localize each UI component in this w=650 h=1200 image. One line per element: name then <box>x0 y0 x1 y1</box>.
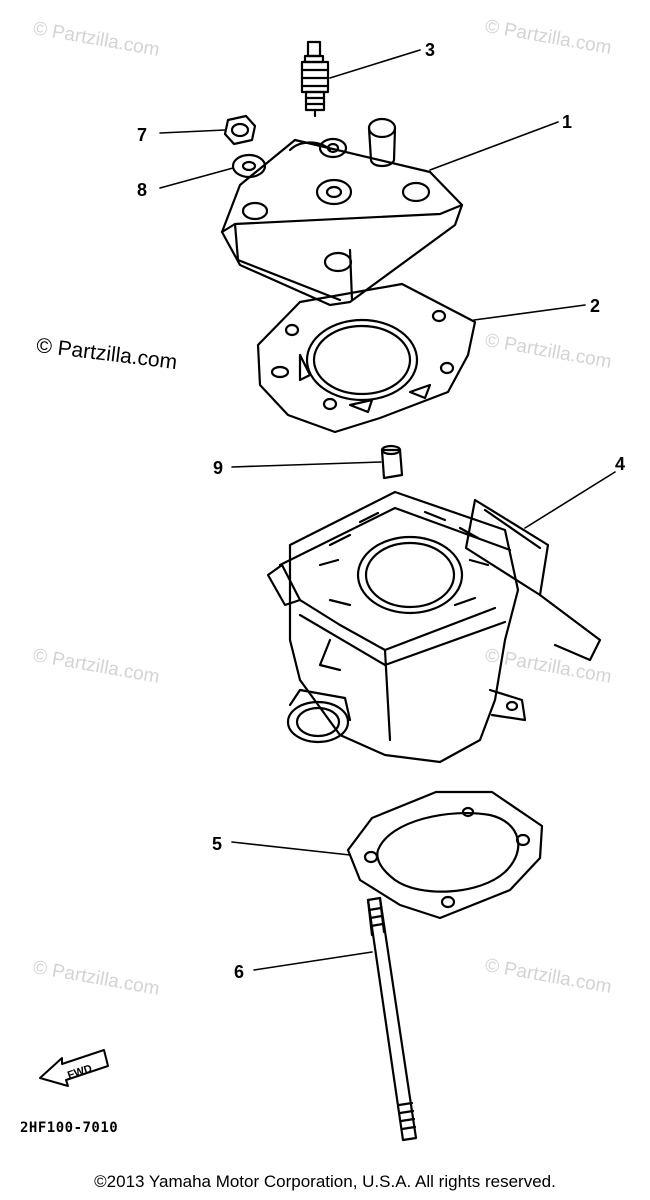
callout-8: 8 <box>137 180 147 200</box>
nut <box>223 114 257 146</box>
cylinder-head <box>220 117 464 307</box>
callout-4: 4 <box>615 454 625 474</box>
fwd-label: FWD <box>66 1063 94 1082</box>
callout-9: 9 <box>213 458 223 478</box>
callout-3: 3 <box>425 40 435 60</box>
head-gasket <box>256 282 477 434</box>
stud-bolt <box>366 896 418 1142</box>
base-gasket <box>346 790 544 920</box>
callout-6: 6 <box>234 962 244 982</box>
callout-7: 7 <box>137 125 147 145</box>
spark-plug <box>300 40 330 118</box>
diagram-code: 2HF100-7010 <box>20 1120 119 1136</box>
leader-lines <box>159 49 616 971</box>
callout-2: 2 <box>590 296 600 316</box>
washer <box>231 153 267 179</box>
cylinder-block <box>266 490 602 764</box>
callout-1: 1 <box>562 112 572 132</box>
dowel-pin <box>380 444 404 480</box>
copyright-notice: ©2013 Yamaha Motor Corporation, U.S.A. A… <box>94 1172 556 1191</box>
callout-5: 5 <box>212 834 222 854</box>
fwd-arrow-icon <box>39 1049 109 1087</box>
